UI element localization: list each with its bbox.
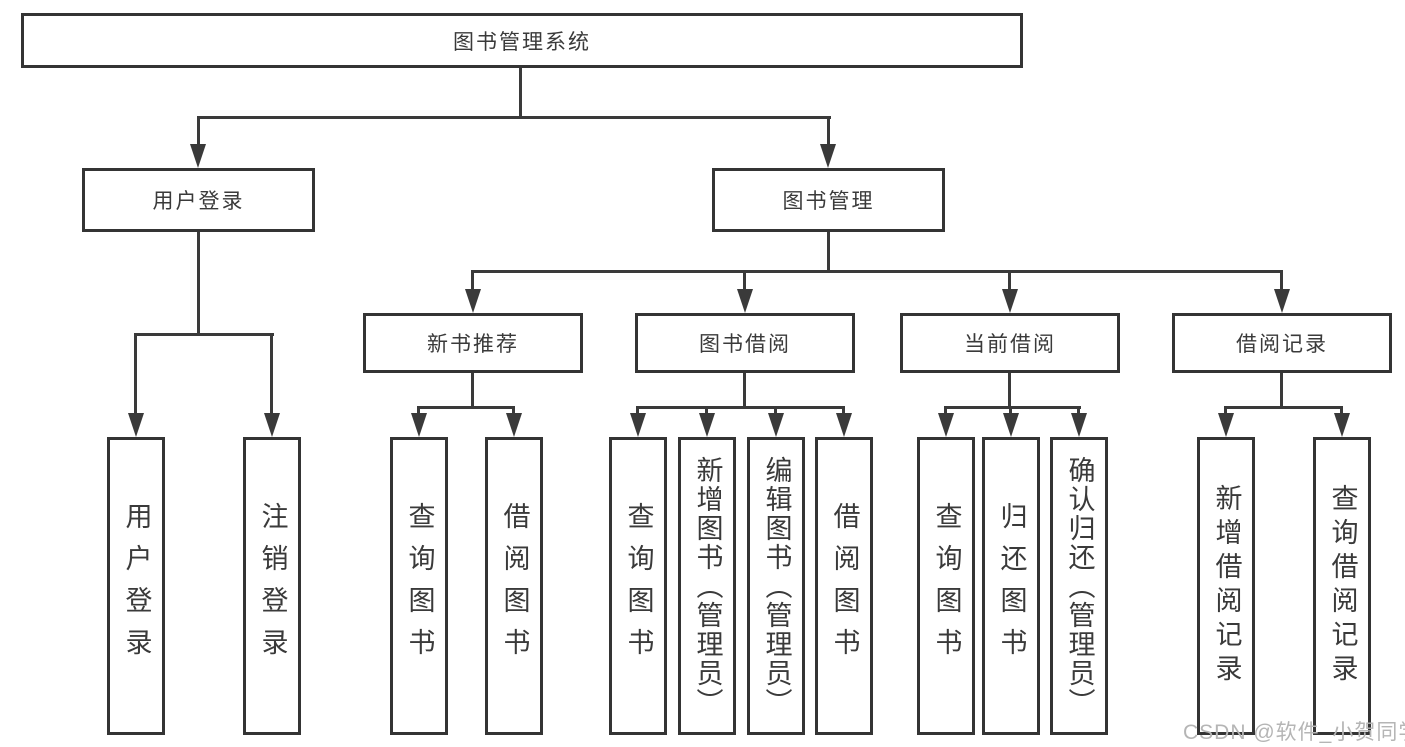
connector-drop-login-leaf1 (134, 333, 137, 415)
leaf-user-login: 用户登录 (107, 437, 165, 735)
node-label: 查询图书 (404, 502, 435, 670)
arrow-down-icon (1003, 413, 1019, 437)
leaf-add-borrow-record: 新增借阅记录 (1197, 437, 1255, 735)
connector-drop-login-leaf2 (270, 333, 273, 415)
connector-mgmt-stem (827, 232, 830, 273)
leaf-add-books-admin: 新增图书（管理员） (678, 437, 736, 735)
node-label: 图书借阅 (699, 333, 791, 356)
node-label: 新书推荐 (427, 333, 519, 356)
connector-drop (774, 406, 777, 415)
connector-drop (842, 406, 845, 415)
node-label: 图书管理系统 (453, 30, 591, 54)
leaf-borrow-books: 借阅图书 (485, 437, 543, 735)
connector-drop-book-mgmt (827, 116, 830, 146)
node-new-book-recommend: 新书推荐 (363, 313, 583, 373)
node-label: 确认归还（管理员） (1064, 455, 1095, 717)
node-label: 借阅图书 (829, 502, 860, 670)
node-label: 新增图书（管理员） (692, 455, 723, 717)
connector-recommend-rail (417, 406, 515, 409)
node-label: 注销登录 (257, 502, 288, 670)
arrow-down-icon (938, 413, 954, 437)
connector-records-rail (1224, 406, 1343, 409)
arrow-down-icon (768, 413, 784, 437)
node-user-login: 用户登录 (82, 168, 315, 232)
node-label: 用户登录 (121, 502, 152, 670)
leaf-query-books: 查询图书 (390, 437, 448, 735)
connector-root-rail (197, 116, 831, 119)
node-label: 查询借阅记录 (1327, 484, 1358, 688)
arrow-down-icon (1274, 289, 1290, 313)
connector-drop-borrow (743, 270, 746, 292)
leaf-borrow-books: 借阅图书 (815, 437, 873, 735)
connector-drop (944, 406, 947, 415)
connector-drop-records (1280, 270, 1283, 292)
connector-login-stem (197, 232, 200, 336)
arrow-down-icon (411, 413, 427, 437)
node-borrow-records: 借阅记录 (1172, 313, 1392, 373)
arrow-down-icon (190, 144, 206, 168)
node-book-management: 图书管理 (712, 168, 945, 232)
connector-drop (1009, 406, 1012, 415)
connector-drop (512, 406, 515, 415)
leaf-query-borrow-record: 查询借阅记录 (1313, 437, 1371, 735)
node-label: 借阅图书 (499, 502, 530, 670)
arrow-down-icon (820, 144, 836, 168)
connector-login-rail (134, 333, 274, 336)
arrow-down-icon (506, 413, 522, 437)
csdn-watermark: CSDN @软件_小贺同学 (1183, 721, 1405, 744)
connector-drop (417, 406, 420, 415)
node-label: 图书管理 (782, 190, 875, 213)
connector-recommend-stem (471, 373, 474, 409)
arrow-down-icon (737, 289, 753, 313)
leaf-query-books: 查询图书 (609, 437, 667, 735)
arrow-down-icon (1002, 289, 1018, 313)
arrow-down-icon (264, 413, 280, 437)
connector-current-rail (944, 406, 1081, 409)
connector-borrow-stem (743, 373, 746, 409)
node-current-borrow: 当前借阅 (900, 313, 1120, 373)
leaf-confirm-return-admin: 确认归还（管理员） (1050, 437, 1108, 735)
node-label: 归还图书 (996, 502, 1027, 670)
connector-drop (1340, 406, 1343, 415)
arrow-down-icon (465, 289, 481, 313)
arrow-down-icon (1218, 413, 1234, 437)
connector-drop-current (1008, 270, 1011, 292)
node-label: 借阅记录 (1236, 333, 1328, 356)
connector-current-stem (1008, 373, 1011, 409)
node-label: 用户登录 (152, 190, 245, 213)
connector-root-stem (519, 68, 522, 119)
leaf-logout: 注销登录 (243, 437, 301, 735)
arrow-down-icon (699, 413, 715, 437)
arrow-down-icon (128, 413, 144, 437)
node-library-system: 图书管理系统 (21, 13, 1023, 68)
node-label: 查询图书 (623, 502, 654, 670)
connector-borrow-rail (636, 406, 845, 409)
node-book-borrow: 图书借阅 (635, 313, 855, 373)
leaf-edit-books-admin: 编辑图书（管理员） (747, 437, 805, 735)
connector-records-stem (1280, 373, 1283, 409)
connector-drop (1224, 406, 1227, 415)
node-label: 查询图书 (931, 502, 962, 670)
arrow-down-icon (630, 413, 646, 437)
node-label: 新增借阅记录 (1211, 484, 1242, 688)
node-label: 编辑图书（管理员） (761, 455, 792, 717)
leaf-query-books: 查询图书 (917, 437, 975, 735)
connector-drop (705, 406, 708, 415)
arrow-down-icon (1071, 413, 1087, 437)
leaf-return-books: 归还图书 (982, 437, 1040, 735)
connector-drop (636, 406, 639, 415)
connector-drop-recommend (471, 270, 474, 292)
arrow-down-icon (836, 413, 852, 437)
connector-drop (1077, 406, 1080, 415)
connector-mgmt-rail (471, 270, 1283, 273)
arrow-down-icon (1334, 413, 1350, 437)
connector-drop-user-login (197, 116, 200, 146)
node-label: 当前借阅 (964, 333, 1056, 356)
